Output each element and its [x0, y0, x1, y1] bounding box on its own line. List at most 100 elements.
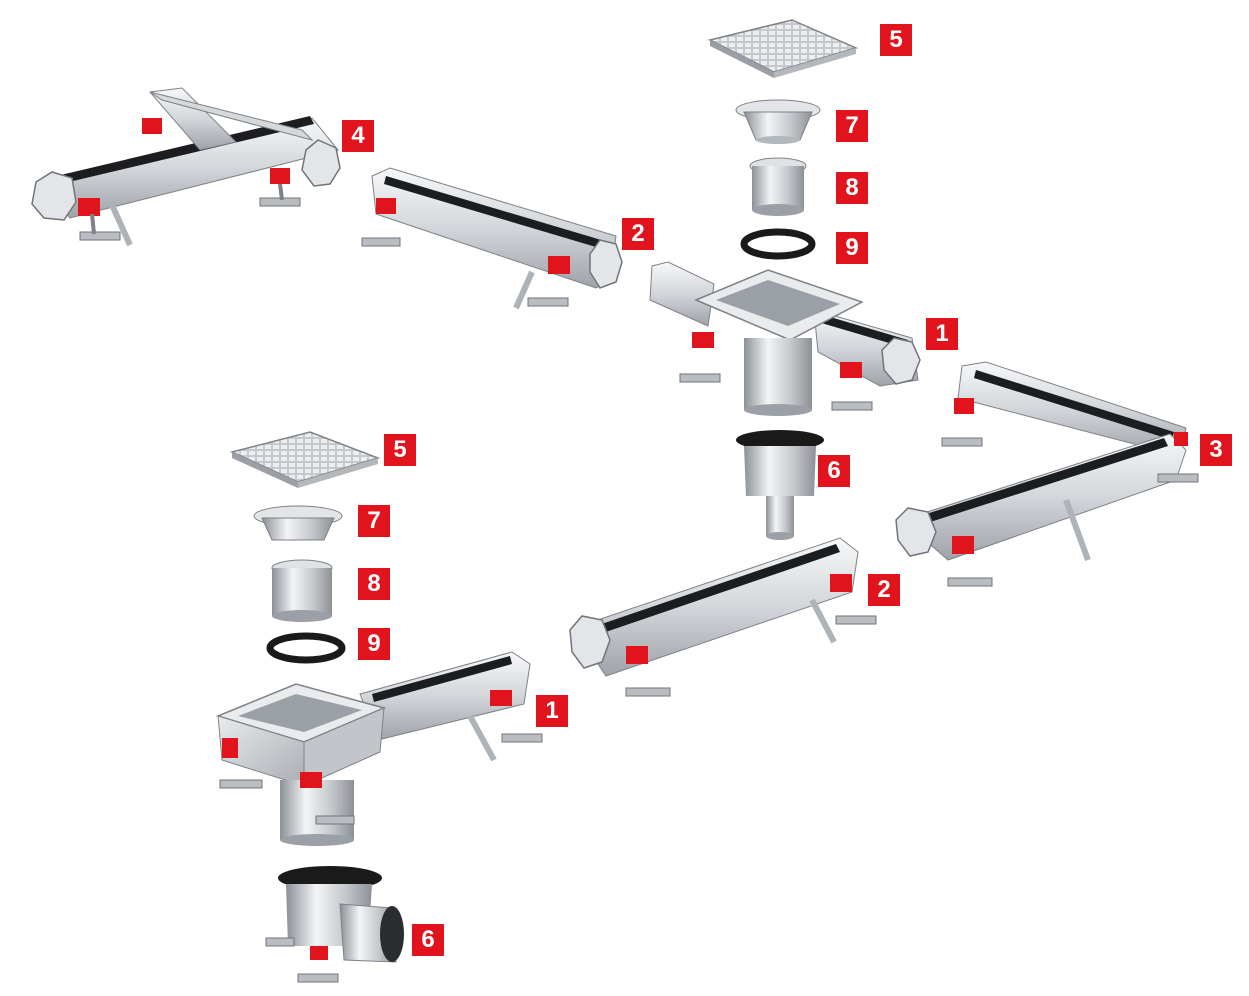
l-channel-foot-2: [947, 577, 993, 587]
upper-trap-insert: [749, 157, 807, 216]
lower-outlet-cylinder-bottom: [280, 834, 354, 846]
upper-gasket-ring: [740, 228, 816, 260]
label-8-trap-upper: 8: [836, 172, 868, 204]
t-channel-end-cap-left: [31, 171, 77, 221]
label-6-side-outlet-lower: 6: [412, 924, 444, 956]
side-outlet-foot: [297, 973, 339, 983]
lower-gasket-ring: [266, 632, 346, 664]
center-clip-red-1: [692, 332, 714, 348]
lower-outlet-cylinder: [280, 780, 354, 840]
center-box-opening: [716, 280, 840, 326]
center-left-channel: [649, 261, 715, 327]
l-channel-clip-red-1: [954, 398, 974, 414]
side-outlet-clip-red: [310, 946, 328, 960]
l-channel-foot-1: [941, 437, 983, 447]
spigot-body: [744, 446, 816, 496]
t-channel-clip-red-1: [78, 198, 100, 216]
lower-trap-insert: [271, 559, 333, 622]
t-channel-leg-2: [278, 183, 284, 201]
lower-foot-3: [501, 733, 543, 743]
straight-lower-foot-1: [625, 687, 671, 697]
lower-anchor-strap: [467, 714, 497, 762]
l-channel-anchor-strap: [1063, 498, 1091, 562]
straight-lower-slot: [590, 544, 840, 636]
label-8-trap-lower: 8: [358, 568, 390, 600]
label-5-grate-lower: 5: [384, 434, 416, 466]
outlet-spigot-center: [736, 430, 824, 540]
upper-gasket-outer: [740, 228, 816, 260]
straight-lower-clip-red-1: [626, 646, 648, 664]
l-channel-short-arm: [901, 433, 1187, 561]
side-outlet-pipe-end: [380, 906, 404, 962]
label-1-outlet-body-lower: 1: [536, 695, 568, 727]
straight-upper-foot-1: [361, 237, 401, 247]
l-channel-end-cap: [895, 507, 937, 557]
label-2-straight-channel-lower: 2: [868, 574, 900, 606]
label-3-corner-channel: 3: [1200, 434, 1232, 466]
l-channel-short-slot: [920, 438, 1168, 524]
lower-foot-1: [219, 779, 263, 789]
upper-trap-bottom: [752, 204, 804, 216]
spigot-flange: [736, 430, 824, 450]
outlet-body-lower: [215, 651, 543, 846]
t-channel-branch: [149, 87, 237, 151]
lower-clip-red-2: [300, 772, 322, 788]
lower-basket-body: [261, 517, 335, 541]
center-clip-red-2: [840, 362, 862, 378]
straight-upper-anchor-strap: [513, 270, 535, 310]
t-channel-leg-1: [90, 213, 96, 235]
lower-odour-basket: [253, 505, 343, 541]
straight-upper-slot: [384, 176, 608, 250]
center-foot-1: [679, 373, 721, 383]
lower-grate-edge: [232, 452, 298, 488]
upper-grate-edge-right: [774, 48, 856, 78]
lower-box-front: [303, 707, 385, 787]
label-7-basket-upper: 7: [836, 110, 868, 142]
lower-gasket-outer: [266, 632, 346, 664]
channel-straight-upper: [361, 167, 623, 310]
straight-lower-foot-2: [835, 615, 877, 625]
t-channel-clip-red-3: [142, 118, 162, 134]
straight-lower-body: [573, 537, 859, 677]
channel-straight-lower: [569, 537, 877, 697]
lower-grate-edge-right: [298, 458, 378, 488]
straight-upper-clip-red-1: [376, 198, 396, 214]
channel-l-shape: [895, 361, 1199, 587]
upper-grate-edge: [710, 40, 774, 78]
side-outlet-foot-2: [265, 937, 295, 947]
upper-basket-body: [743, 111, 813, 141]
l-channel-clip-red-2: [952, 536, 974, 554]
center-right-slot: [818, 314, 908, 348]
label-2-straight-channel-upper: 2: [622, 218, 654, 250]
channel-t-shape: [31, 87, 341, 247]
lower-foot-2: [315, 815, 355, 825]
spigot-pipe-end: [766, 532, 794, 540]
straight-lower-anchor-strap: [809, 598, 837, 644]
upper-basket-bottom: [756, 136, 800, 144]
upper-grate: [707, 19, 859, 78]
spigot-pipe: [766, 496, 794, 536]
t-channel-branch-top: [149, 91, 314, 141]
lower-body-channel-slot: [372, 656, 512, 702]
lower-grate-plate: [229, 431, 381, 483]
label-9-gasket-upper: 9: [836, 232, 868, 264]
l-channel-foot-3: [1157, 473, 1199, 483]
outlet-body-center: [649, 261, 921, 416]
label-1-outlet-body-center: 1: [926, 318, 958, 350]
l-channel-long-slot: [974, 370, 1174, 440]
label-4-tee-channel: 4: [342, 120, 374, 152]
lower-clip-red-1: [222, 738, 238, 758]
straight-lower-end-cap: [569, 615, 611, 669]
upper-trap-body: [752, 166, 804, 210]
center-outlet-cylinder-bottom: [744, 404, 812, 416]
lower-clip-red-3: [490, 690, 512, 706]
label-9-gasket-lower: 9: [358, 628, 390, 660]
center-outlet-cylinder: [744, 338, 812, 410]
label-6-outlet-center: 6: [818, 455, 850, 487]
t-channel-clip-red-2: [270, 168, 290, 184]
t-channel-anchor-strap: [109, 203, 133, 247]
t-channel-end-cap-right: [301, 139, 341, 187]
l-channel-clip-red-3: [1174, 432, 1188, 446]
t-channel-foot-1: [79, 231, 121, 241]
